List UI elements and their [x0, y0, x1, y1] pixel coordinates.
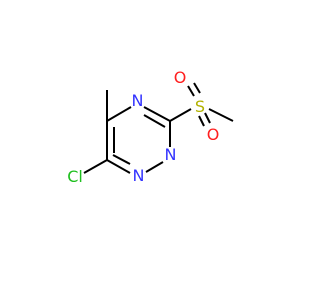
- atom-n2: N: [165, 145, 177, 164]
- bond-c5-n4: [106, 106, 132, 122]
- atom-labels: N N N S O O Cl: [67, 68, 219, 186]
- bond-s-o-bottom-a: [198, 115, 205, 127]
- bond-s-o-bottom-b: [204, 112, 211, 124]
- bond-n1-c6: [106, 159, 131, 174]
- atom-n1: N: [133, 166, 145, 185]
- atom-n4: N: [132, 91, 144, 110]
- bond-n2-n1: [145, 161, 164, 173]
- bond-n4-c3-inner: [143, 114, 166, 128]
- bond-s-methyl: [208, 108, 234, 122]
- bond-s-o-top-a: [187, 85, 195, 97]
- bond-layer: [83, 82, 234, 174]
- bond-c3-s: [169, 108, 192, 122]
- bond-c6-cl: [83, 159, 108, 174]
- atom-o-top: O: [174, 68, 187, 87]
- structure-diagram: N N N S O O Cl: [67, 68, 234, 186]
- atom-o-bottom: O: [207, 125, 220, 144]
- atom-cl: Cl: [67, 167, 83, 186]
- bond-s-o-top-b: [193, 82, 201, 94]
- molecule-canvas: N N N S O O Cl: [67, 68, 234, 186]
- bond-n1-c6-inner: [112, 154, 131, 165]
- bond-n4-c3: [143, 106, 171, 122]
- atom-s: S: [195, 97, 205, 116]
